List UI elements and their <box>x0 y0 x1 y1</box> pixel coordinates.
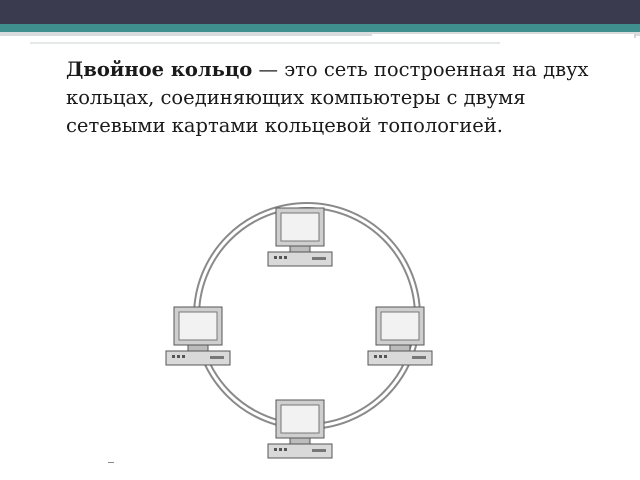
header-band-grey <box>0 32 640 36</box>
header-band-dark <box>0 0 640 24</box>
computer-right <box>367 306 433 366</box>
computer-bottom <box>267 399 333 459</box>
definition: — это сеть построенная на двух кольцах, … <box>66 58 589 137</box>
computer-left <box>165 306 231 366</box>
header-divider <box>30 42 500 44</box>
dual-ring-diagram <box>165 202 433 459</box>
term: Двойное кольцо <box>66 58 253 81</box>
header-band-notch <box>372 34 636 38</box>
slide-text: Двойное кольцо — это сеть построенная на… <box>66 56 614 140</box>
computer-top <box>267 207 333 267</box>
footer-mark <box>108 462 114 463</box>
header-band-teal <box>0 24 640 32</box>
